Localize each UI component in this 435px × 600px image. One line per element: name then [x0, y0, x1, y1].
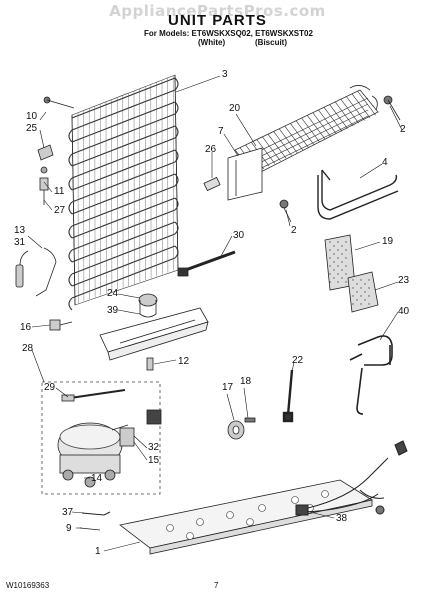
callout-31: 31 — [14, 237, 26, 248]
page-title: UNIT PARTS — [168, 12, 267, 29]
evaporator-assembly — [227, 85, 379, 201]
callout-19: 19 — [382, 236, 394, 247]
callout-26: 26 — [205, 144, 217, 155]
base-plate — [119, 479, 374, 555]
callout-14: 14 — [91, 473, 103, 484]
callout-40: 40 — [398, 306, 410, 317]
drain-pan — [99, 293, 209, 361]
part-30-rod — [177, 250, 236, 277]
part-16-clip — [49, 319, 73, 331]
callout-22: 22 — [292, 355, 304, 366]
callout-12: 12 — [178, 356, 190, 367]
callout-18: 18 — [240, 376, 252, 387]
part-9-screw — [79, 527, 101, 531]
callout-13: 13 — [14, 225, 26, 236]
compressor — [57, 422, 129, 488]
callout-23: 23 — [398, 275, 410, 286]
callout-37: 37 — [62, 507, 74, 518]
callout-29: 29 — [44, 382, 56, 393]
compressor-kit-box — [41, 381, 161, 495]
color-label-biscuit: (Biscuit) — [255, 38, 287, 47]
callout-3: 3 — [222, 69, 228, 80]
page-number: 7 — [214, 581, 219, 590]
callout-11: 11 — [54, 186, 65, 197]
callout-2-upper: 2 — [400, 124, 406, 135]
callout-1: 1 — [95, 546, 101, 557]
callout-9: 9 — [66, 523, 72, 534]
condenser-coil — [68, 74, 179, 311]
left-small-parts — [37, 96, 75, 205]
screw-2-upper — [383, 95, 401, 121]
start-relay — [119, 409, 162, 447]
callout-2-lower: 2 — [291, 225, 297, 236]
models-line: For Models: ET6WSKXSQ02, ET6WSKXST02 — [144, 29, 313, 38]
callout-32: 32 — [148, 442, 160, 453]
callout-39: 39 — [107, 305, 119, 316]
suction-tube-40 — [349, 335, 393, 415]
heat-exchanger-tube — [317, 169, 399, 220]
document-number: W10169363 — [6, 581, 50, 590]
callout-38: 38 — [336, 513, 348, 524]
insulation-pad-23 — [347, 271, 379, 313]
callout-17: 17 — [222, 382, 234, 393]
callout-20: 20 — [229, 103, 241, 114]
callout-16: 16 — [20, 322, 32, 333]
callout-28: 28 — [22, 343, 34, 354]
part-12-spacer — [146, 357, 154, 371]
callout-15: 15 — [148, 455, 160, 466]
part-37-clip — [81, 511, 111, 516]
callout-4: 4 — [382, 157, 388, 168]
callout-7: 7 — [218, 126, 224, 137]
color-label-white: (White) — [198, 38, 226, 47]
watermark: AppliancePartsPros.com — [109, 2, 326, 20]
sensor-wire-13 — [15, 247, 57, 297]
part-26-bushing — [203, 176, 221, 192]
callout-27: 27 — [54, 205, 66, 216]
callout-30: 30 — [233, 230, 245, 241]
grommet-17 — [227, 417, 256, 440]
callout-24: 24 — [107, 288, 119, 299]
callout-10: 10 — [26, 111, 38, 122]
wire-harness — [295, 440, 408, 516]
drain-tube-22 — [282, 369, 294, 423]
screw-2-lower — [279, 199, 292, 223]
callout-25: 25 — [26, 123, 38, 134]
